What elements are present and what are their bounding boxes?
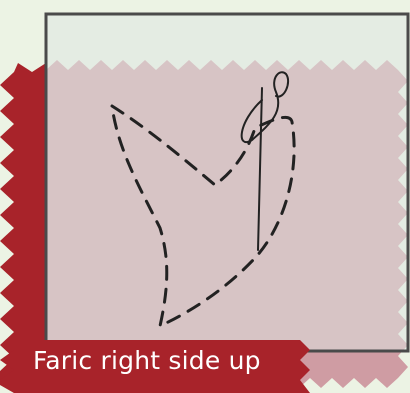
caption: Faric right side up [33, 346, 261, 376]
paper-template [46, 14, 408, 351]
